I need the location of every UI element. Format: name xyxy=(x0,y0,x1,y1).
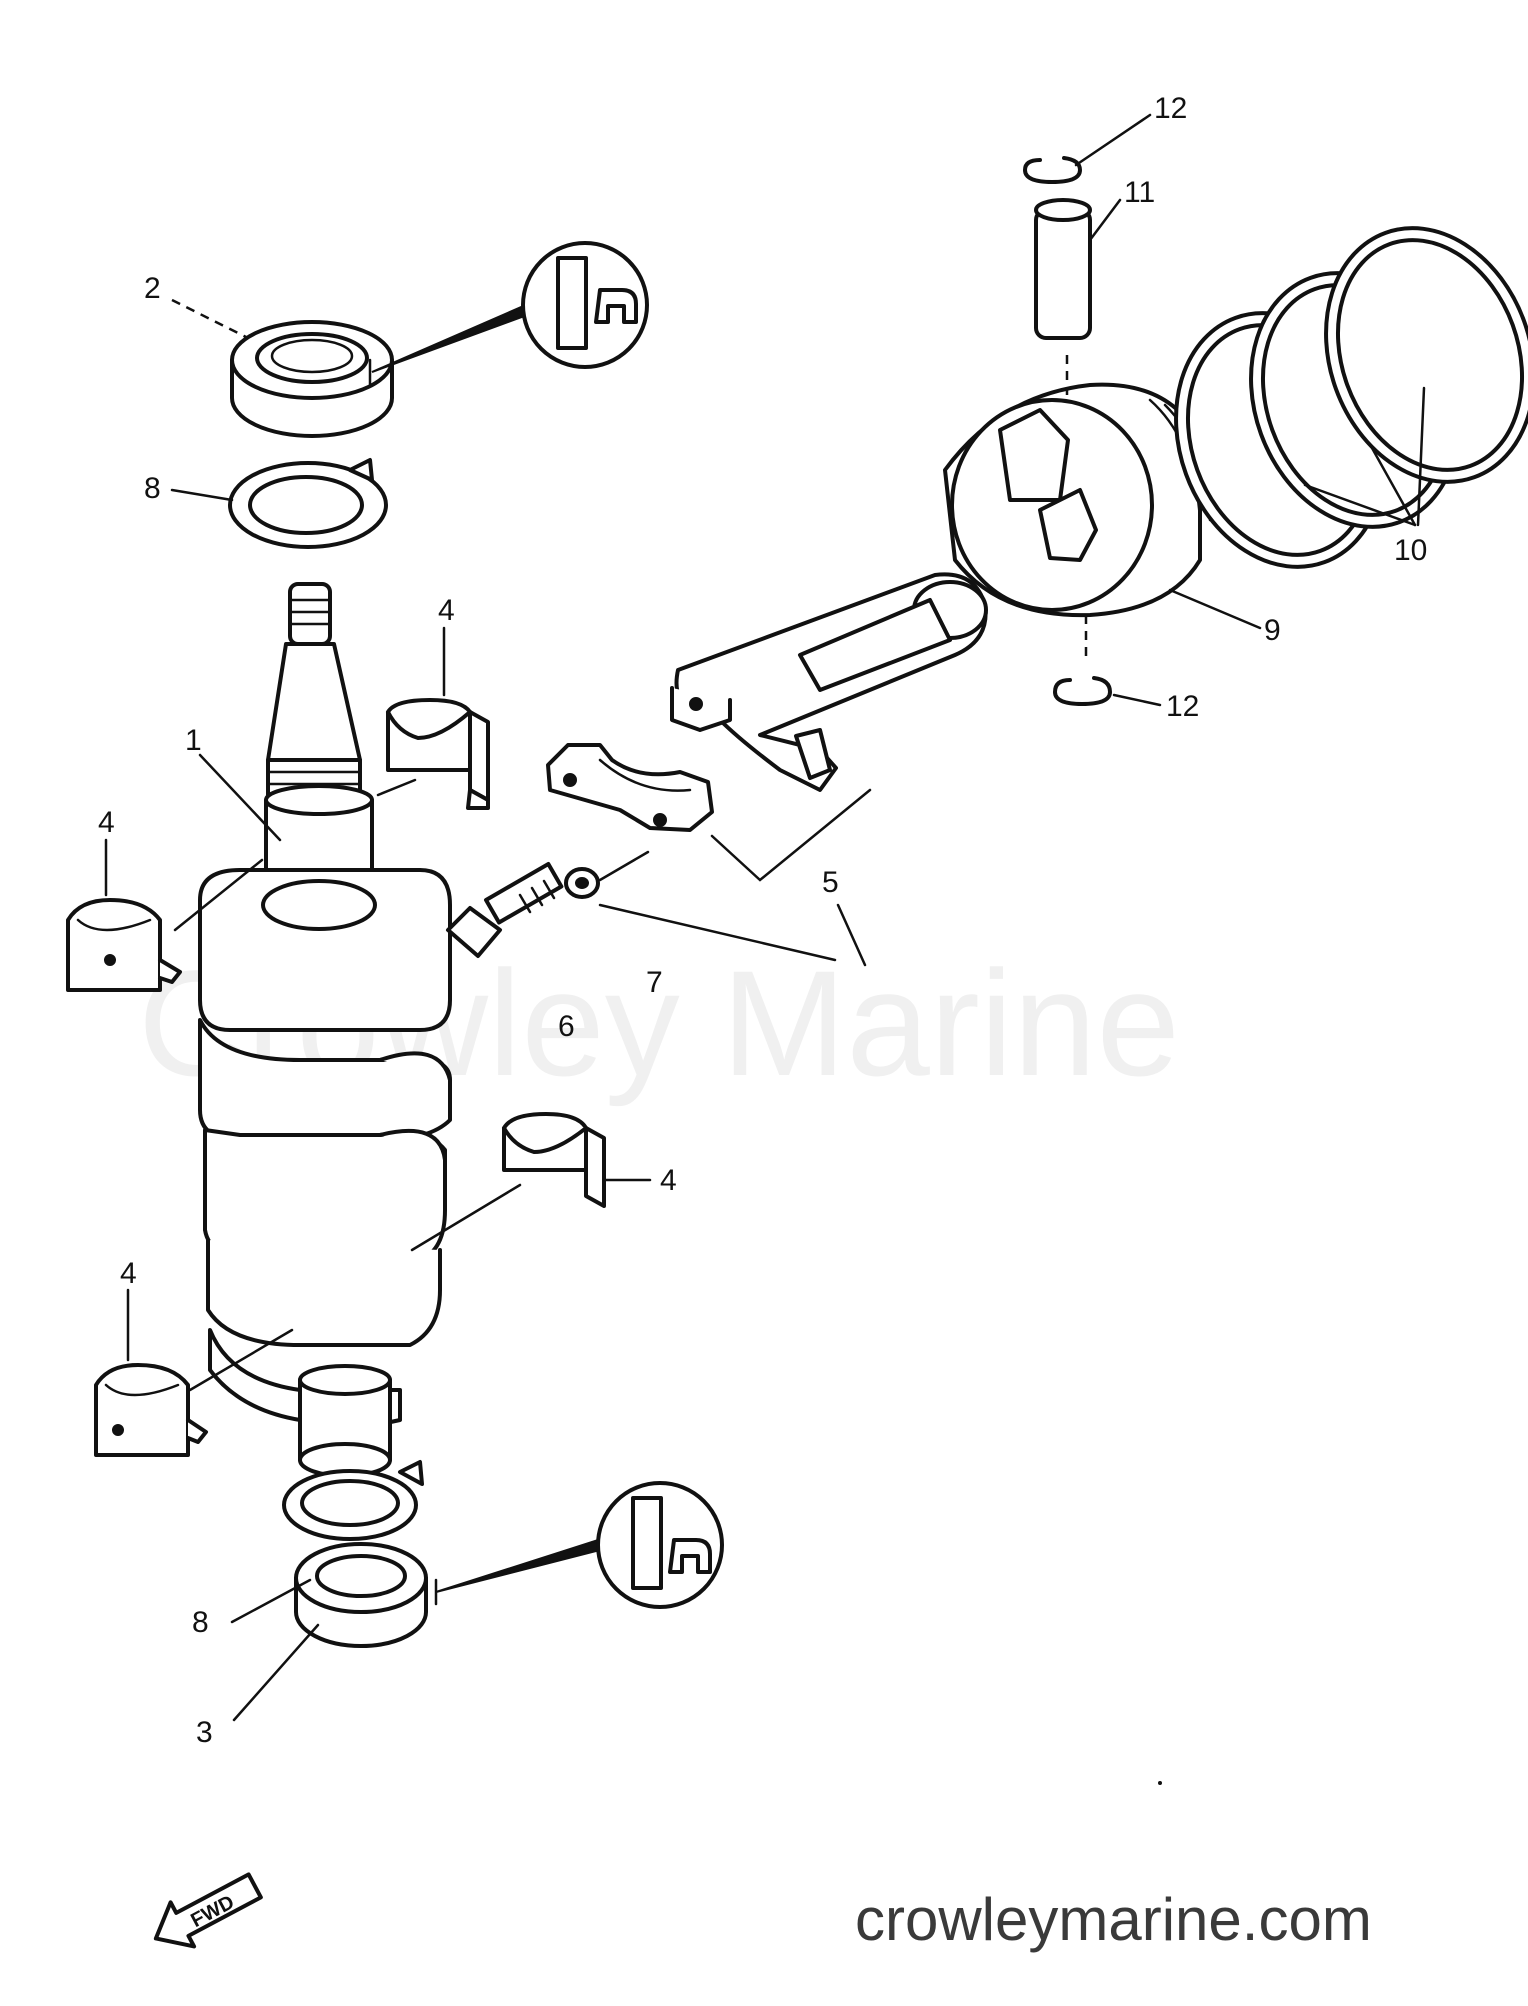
main-bearing-lower-left xyxy=(94,1363,208,1457)
callout-5: 5 xyxy=(822,866,839,899)
callout-4-lower-left: 4 xyxy=(120,1257,137,1290)
piston xyxy=(943,355,1222,660)
callout-10: 10 xyxy=(1394,534,1427,567)
oil-seal-bottom xyxy=(294,1542,428,1648)
piston-pin xyxy=(1034,198,1092,340)
callout-6: 6 xyxy=(558,1010,575,1043)
main-bearing-upper-left xyxy=(66,898,182,992)
callout-7: 7 xyxy=(646,966,663,999)
piston-rings xyxy=(1174,226,1528,569)
callout-4-upper-right: 4 xyxy=(438,594,455,627)
callout-2: 2 xyxy=(144,272,161,305)
site-credit: crowleymarine.com xyxy=(855,1886,1372,1953)
callout-12-top: 12 xyxy=(1154,92,1187,125)
circlip-top xyxy=(1023,156,1082,184)
connecting-rod-cap xyxy=(546,743,714,832)
callout-11: 11 xyxy=(1124,176,1155,209)
callout-4-lower-right: 4 xyxy=(660,1164,677,1197)
callout-3: 3 xyxy=(196,1716,213,1749)
main-bearing-upper-right xyxy=(386,698,490,810)
callout-8-bottom: 8 xyxy=(192,1606,209,1639)
callout-4-upper-left: 4 xyxy=(98,806,115,839)
callout-9: 9 xyxy=(1264,614,1281,647)
rod-bolt xyxy=(446,862,564,958)
callout-1: 1 xyxy=(185,724,202,757)
thrust-plate-top xyxy=(228,458,388,549)
main-bearing-lower-right xyxy=(502,1112,606,1208)
callout-12-bottom: 12 xyxy=(1166,690,1199,723)
forward-direction-arrow-icon: FWD xyxy=(153,1872,263,1949)
grease-symbol-bottom-icon xyxy=(434,1481,724,1609)
grease-symbol-top-icon xyxy=(368,241,649,386)
circlip-bottom xyxy=(1053,676,1112,706)
callout-8-top: 8 xyxy=(144,472,161,505)
thrust-plate-bottom xyxy=(282,1460,424,1541)
connecting-rod xyxy=(670,572,988,792)
washer xyxy=(564,867,600,899)
oil-seal-top xyxy=(230,320,394,438)
crankshaft xyxy=(198,582,452,1478)
